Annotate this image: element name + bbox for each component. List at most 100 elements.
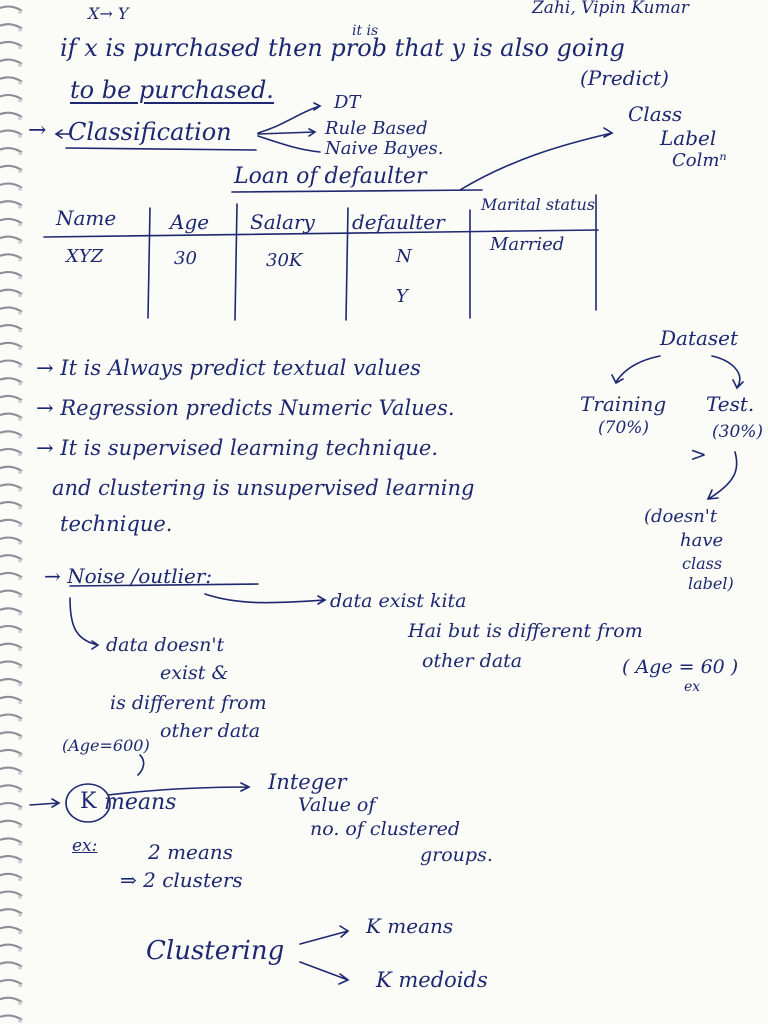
spiral-ring xyxy=(0,447,23,455)
spiral-hole xyxy=(18,381,22,386)
point-clustering: and clustering is unsupervised learning xyxy=(52,476,475,500)
spiral-hole xyxy=(18,488,22,492)
dataset-gt: > xyxy=(690,442,707,466)
spiral-ring xyxy=(0,412,23,420)
spiral-hole xyxy=(18,682,22,687)
spiral-hole xyxy=(18,240,22,244)
spiral-hole xyxy=(18,948,22,952)
kmeans-desc-3: groups. xyxy=(420,844,493,866)
spiral-ring xyxy=(0,377,23,384)
spiral-hole xyxy=(18,806,22,811)
dataset-note-2: have xyxy=(680,530,724,551)
spiral-ring xyxy=(0,801,23,809)
spiral-ring xyxy=(0,872,23,880)
noise-right-ex: ex xyxy=(684,679,701,695)
spiral-ring xyxy=(0,5,23,12)
spiral-ring xyxy=(0,23,23,30)
spiral-hole xyxy=(18,895,22,899)
spiral-hole xyxy=(18,98,22,103)
spiral-binding xyxy=(0,5,23,1023)
spiral-ring xyxy=(0,501,23,508)
class-label-line3: Colmⁿ xyxy=(672,150,727,171)
method-rule-based: Rule Based xyxy=(325,118,428,139)
spiral-hole xyxy=(18,328,22,333)
line-if-purchased: if x is purchased then prob that y is al… xyxy=(60,34,625,62)
spiral-hole xyxy=(18,470,22,475)
spiral-hole xyxy=(18,912,22,917)
spiral-hole xyxy=(18,612,22,616)
spiral-hole xyxy=(18,541,22,545)
spiral-ring xyxy=(0,518,23,526)
table-title: Loan of defaulter xyxy=(234,164,427,189)
spiral-ring xyxy=(0,784,23,791)
noise-left-3: is different from xyxy=(110,692,267,714)
table-header-marital-status: Marital status xyxy=(481,195,595,214)
spiral-ring xyxy=(0,660,23,667)
left-example-bracket xyxy=(137,754,145,776)
spiral-hole xyxy=(18,45,22,50)
spiral-hole xyxy=(18,718,22,722)
spiral-ring xyxy=(0,996,23,1004)
spiral-ring xyxy=(0,306,23,313)
spiral-hole xyxy=(18,523,22,528)
spiral-ring xyxy=(0,731,23,738)
noise-right-example: ( Age = 60 ) xyxy=(622,656,739,678)
dataset-note-3: class xyxy=(682,554,723,573)
class-label-line2: Label xyxy=(660,126,717,150)
spiral-ring xyxy=(0,624,23,632)
point-regression: → Regression predicts Numeric Values. xyxy=(36,396,455,420)
spiral-hole xyxy=(18,346,22,351)
spiral-ring xyxy=(0,713,23,720)
spiral-ring xyxy=(0,164,23,172)
spiral-ring xyxy=(0,40,23,48)
noise-left-arrow xyxy=(69,597,100,650)
spiral-ring xyxy=(0,324,23,331)
spiral-ring xyxy=(0,766,23,774)
defaulter-to-class-label-arrow xyxy=(459,127,614,191)
clustering-to-kmedoids-arrow xyxy=(299,961,350,985)
spiral-ring xyxy=(0,1014,23,1021)
dataset-to-training-arrow xyxy=(611,355,661,385)
top-formula: X→ Y xyxy=(88,4,129,23)
table-header-defaulter: defaulter xyxy=(352,210,445,234)
spiral-hole xyxy=(18,417,22,421)
spiral-hole xyxy=(18,576,22,581)
kmeans-integer: Integer xyxy=(268,770,347,794)
spiral-hole xyxy=(18,735,22,740)
spiral-hole xyxy=(18,594,22,598)
spiral-hole xyxy=(18,930,22,935)
spiral-hole xyxy=(18,859,22,864)
classification-branch-arrows xyxy=(257,102,322,153)
spiral-hole xyxy=(18,842,22,846)
spiral-ring xyxy=(0,200,23,207)
spiral-ring xyxy=(0,394,23,402)
spiral-ring xyxy=(0,111,23,119)
spiral-ring xyxy=(0,607,23,614)
spiral-ring xyxy=(0,93,23,101)
dataset-test-pct: (30%) xyxy=(712,422,764,442)
noise-left-example: (Age=600) xyxy=(62,736,150,755)
table-col-line-2 xyxy=(234,203,238,321)
point-technique: technique. xyxy=(60,512,173,536)
spiral-ring xyxy=(0,58,23,66)
spiral-ring xyxy=(0,288,23,296)
spiral-hole xyxy=(18,151,22,156)
spiral-hole xyxy=(18,647,22,651)
spiral-hole xyxy=(18,505,22,510)
spiral-ring xyxy=(0,147,23,154)
table-header-salary: Salary xyxy=(250,210,315,234)
spiral-hole xyxy=(18,311,22,315)
spiral-hole xyxy=(18,63,22,67)
noise-right-2: Hai but is different from xyxy=(408,620,643,642)
noise-right-arrow xyxy=(204,593,327,605)
noise-left-2: exist & xyxy=(160,662,229,684)
spiral-ring xyxy=(0,642,23,650)
method-naive-bayes: Naive Bayes. xyxy=(325,138,444,159)
kmeans-ex-2: ⇒ 2 clusters xyxy=(120,868,243,892)
spiral-hole xyxy=(18,169,22,174)
spiral-ring xyxy=(0,819,23,827)
spiral-ring xyxy=(0,341,23,349)
spiral-ring xyxy=(0,536,23,543)
spiral-ring xyxy=(0,925,23,933)
spiral-hole xyxy=(18,966,22,970)
